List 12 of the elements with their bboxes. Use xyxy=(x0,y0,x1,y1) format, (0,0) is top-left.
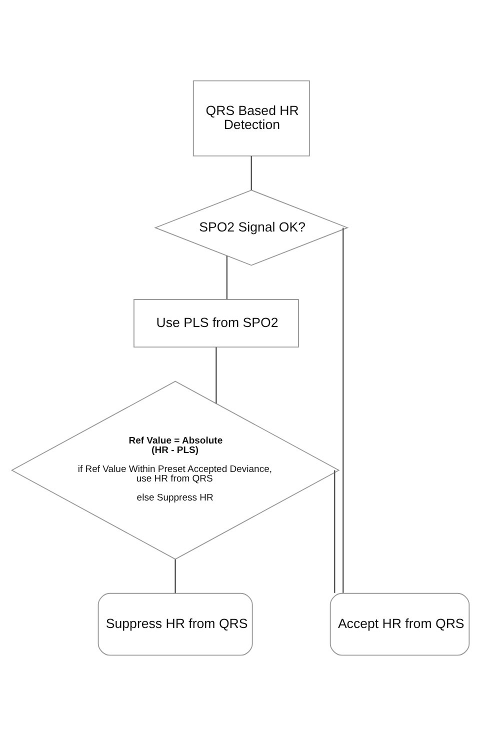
connector xyxy=(334,470,336,592)
node-box: Suppress HR from QRS xyxy=(98,592,253,656)
node-diamond: Ref Value = Absolute (HR - PLS) if Ref Value Within Preset Accepted Deviance, use HR from QRS else Suppress HR xyxy=(10,380,340,560)
connector xyxy=(342,227,344,592)
connector xyxy=(174,558,176,593)
node-box: Use PLS from SPO2 xyxy=(133,298,299,348)
node-box: Accept HR from QRS xyxy=(330,592,470,656)
connector xyxy=(250,156,252,190)
connector xyxy=(216,346,217,403)
connector xyxy=(226,255,228,299)
node-box: QRS Based HR Detection xyxy=(192,80,310,156)
node-diamond: SPO2 Signal OK? xyxy=(154,189,349,266)
